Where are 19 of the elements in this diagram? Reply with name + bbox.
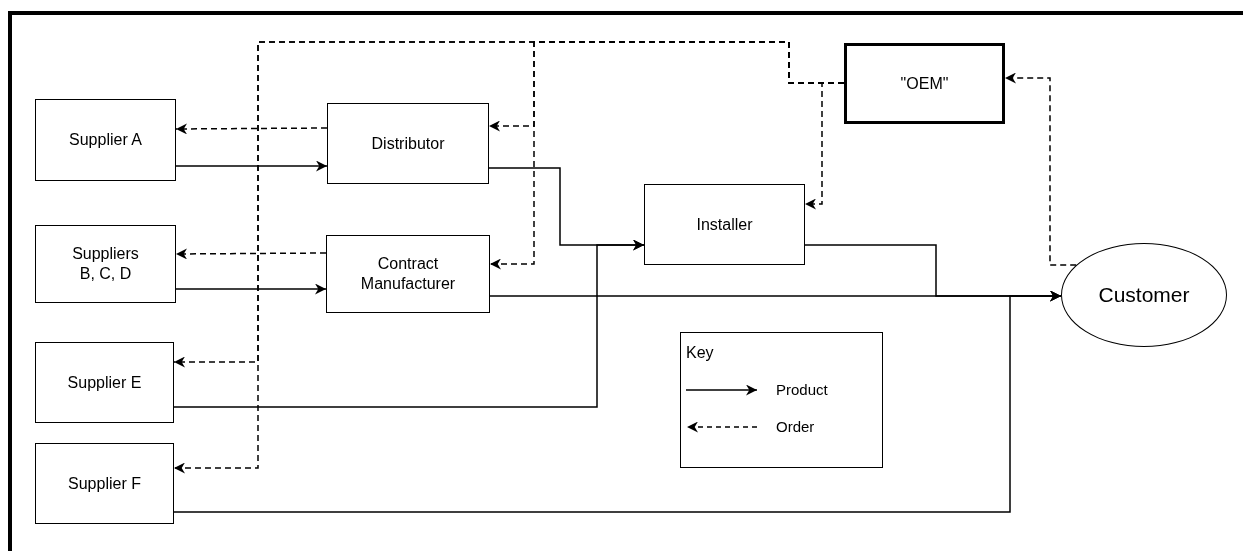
dashed-arrow	[1004, 72, 1077, 266]
process-box: Supplier A	[35, 99, 176, 181]
arrow	[175, 160, 328, 172]
process-box: "OEM"	[844, 43, 1005, 124]
arrow	[173, 239, 645, 408]
legend-text: Order	[776, 417, 815, 437]
arrow	[175, 283, 327, 295]
dashed-arrow	[175, 123, 328, 135]
process-box: Supplier F	[35, 443, 174, 524]
process-box: Suppliers B, C, D	[35, 225, 176, 303]
legend-title: Key	[686, 343, 714, 363]
process-box: Distributor	[327, 103, 489, 184]
process-box: Supplier E	[35, 342, 174, 423]
process-box: Installer	[644, 184, 805, 265]
dashed-arrow	[175, 248, 327, 260]
ellipse-node: Customer	[1061, 243, 1227, 347]
arrow	[173, 290, 1062, 513]
legend-text: Product	[776, 380, 828, 400]
process-box: Contract Manufacturer	[326, 235, 490, 313]
